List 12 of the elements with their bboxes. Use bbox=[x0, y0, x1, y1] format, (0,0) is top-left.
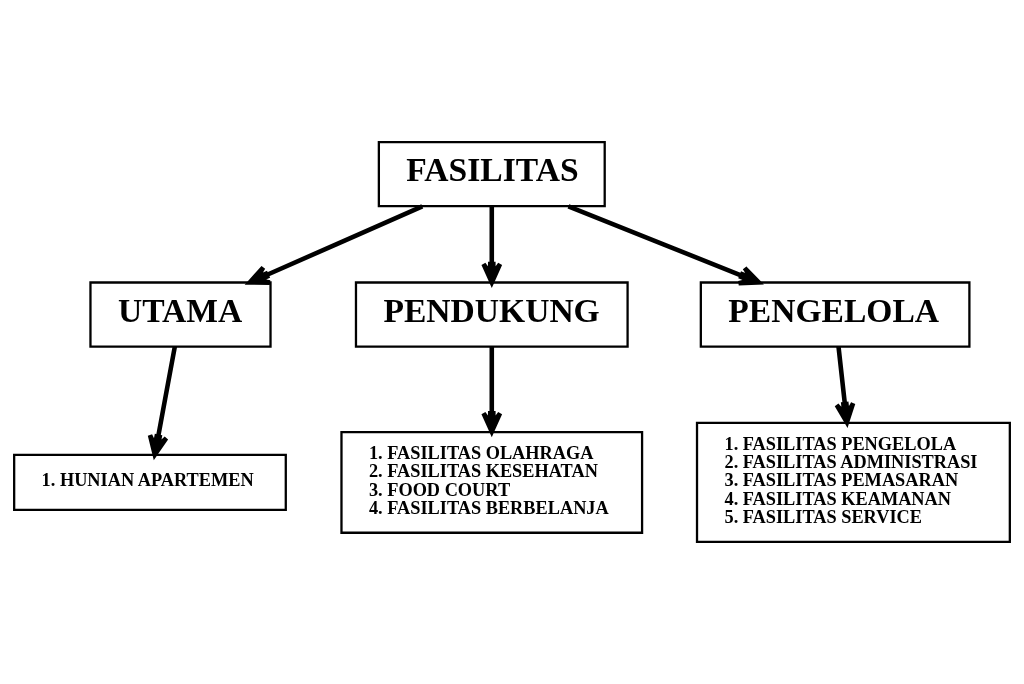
arrow bbox=[247, 204, 424, 285]
arrow bbox=[567, 204, 761, 286]
arrow bbox=[481, 206, 503, 285]
node-box: 1. FASILITAS OLAHRAGA 2. FASILITAS KESEHATAN 3. FOOD COURT 4. FASILITAS BERBELANJA bbox=[340, 430, 644, 534]
arrow bbox=[147, 346, 178, 458]
node-box: 1. FASILITAS PENGELOLA 2. FASILITAS ADMINISTRASI 3. FASILITAS PEMASARAN 4. FASILITAS KEAMANAN 5. FASILITAS SERVICE bbox=[695, 421, 1011, 544]
node-box: PENGELOLA bbox=[699, 281, 971, 348]
node-box: 1. HUNIAN APARTEMEN bbox=[13, 453, 287, 511]
arrow bbox=[834, 346, 856, 425]
node-box: FASILITAS bbox=[377, 140, 606, 208]
node-box: PENDUKUNG bbox=[354, 281, 629, 348]
node-box: UTAMA bbox=[89, 281, 272, 348]
